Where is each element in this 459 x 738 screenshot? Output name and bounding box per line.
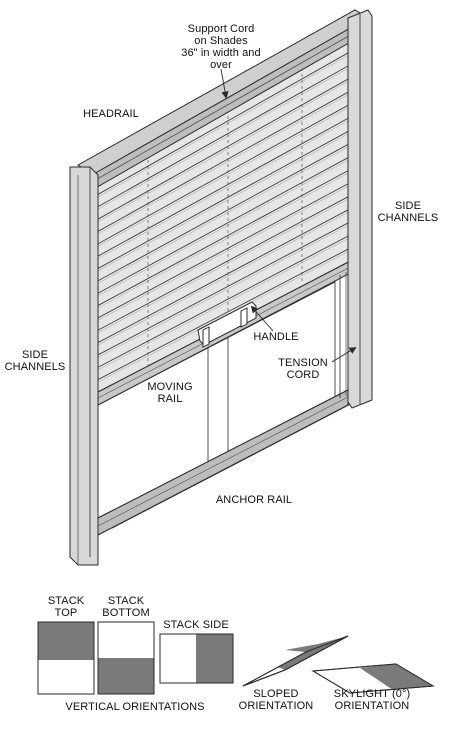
pleat-line <box>97 176 361 319</box>
pleat-line <box>97 137 361 282</box>
pleat-line <box>97 150 361 294</box>
pleat-line <box>97 229 361 368</box>
left-side-channel <box>69 166 99 566</box>
pleat-shadow <box>97 166 361 309</box>
pleat-lines <box>97 45 361 383</box>
pleat-shadow <box>97 205 361 346</box>
stack-top-label: STACK TOP <box>47 595 85 619</box>
pleat-line <box>97 242 361 380</box>
stack-bottom-label: STACK BOTTOM <box>102 595 150 619</box>
pleat-shadow <box>97 127 361 272</box>
pleat-shadow <box>97 100 361 247</box>
pleat-shadow <box>97 87 361 235</box>
stack-top-swatch-top <box>38 622 94 660</box>
pleat-shadow <box>97 48 361 198</box>
stack-top-swatch <box>37 621 95 695</box>
side-channels-right-label: SIDE CHANNELS <box>377 200 439 224</box>
pleat-line <box>97 98 361 245</box>
stack-bottom-swatch-bottom <box>98 658 154 694</box>
stack-side-label: STACK SIDE <box>163 619 229 631</box>
pleat-line <box>97 45 361 195</box>
side-channels-left-label: SIDE CHANNELS <box>4 349 66 373</box>
pleat-line <box>97 111 361 257</box>
pleat-shadow <box>97 179 361 321</box>
anchor-rail-label: ANCHOR RAIL <box>215 494 293 506</box>
pleat-line <box>97 216 361 356</box>
pleat-line <box>97 85 361 232</box>
lower-cords <box>207 335 229 463</box>
pleat-shadow <box>97 61 361 210</box>
pleat-line <box>97 203 361 343</box>
support-cord-label: Support Cord on Shades 36" in width and … <box>181 23 261 71</box>
pleat-line <box>97 124 361 269</box>
pleat-shadow <box>97 218 361 358</box>
pleat-shadow <box>97 74 361 222</box>
sloped-orientation-label: SLOPED ORIENTATION <box>238 688 314 712</box>
support-cords <box>147 68 303 365</box>
pleat-shadow <box>97 153 361 296</box>
sloped-swatch-dark <box>278 636 348 670</box>
pleat-line <box>97 58 361 208</box>
pleat-line <box>97 163 361 306</box>
pleat-line <box>97 190 361 331</box>
pleat-shadow <box>97 232 361 371</box>
skylight-orientation-label: SKYLIGHT (0°) ORIENTATION <box>333 688 411 712</box>
leader-lines <box>220 68 357 363</box>
stack-bottom-swatch <box>97 621 155 695</box>
moving-rail-label: MOVING RAIL <box>147 381 193 405</box>
skylight-swatch-dark <box>360 664 433 690</box>
pleat-shadow <box>97 192 361 333</box>
pleat-line <box>97 72 361 220</box>
tension-cord-label: TENSION CORD <box>278 357 328 381</box>
handle-label: HANDLE <box>253 331 299 343</box>
stack-side-swatch-side <box>196 634 233 683</box>
headrail-label: HEADRAIL <box>83 108 139 120</box>
vertical-orientations-label: VERTICAL ORIENTATIONS <box>65 701 205 713</box>
handle <box>197 301 257 348</box>
stack-side-swatch <box>159 633 234 684</box>
pleat-shadow <box>97 140 361 284</box>
pleat-shadow <box>97 113 361 259</box>
